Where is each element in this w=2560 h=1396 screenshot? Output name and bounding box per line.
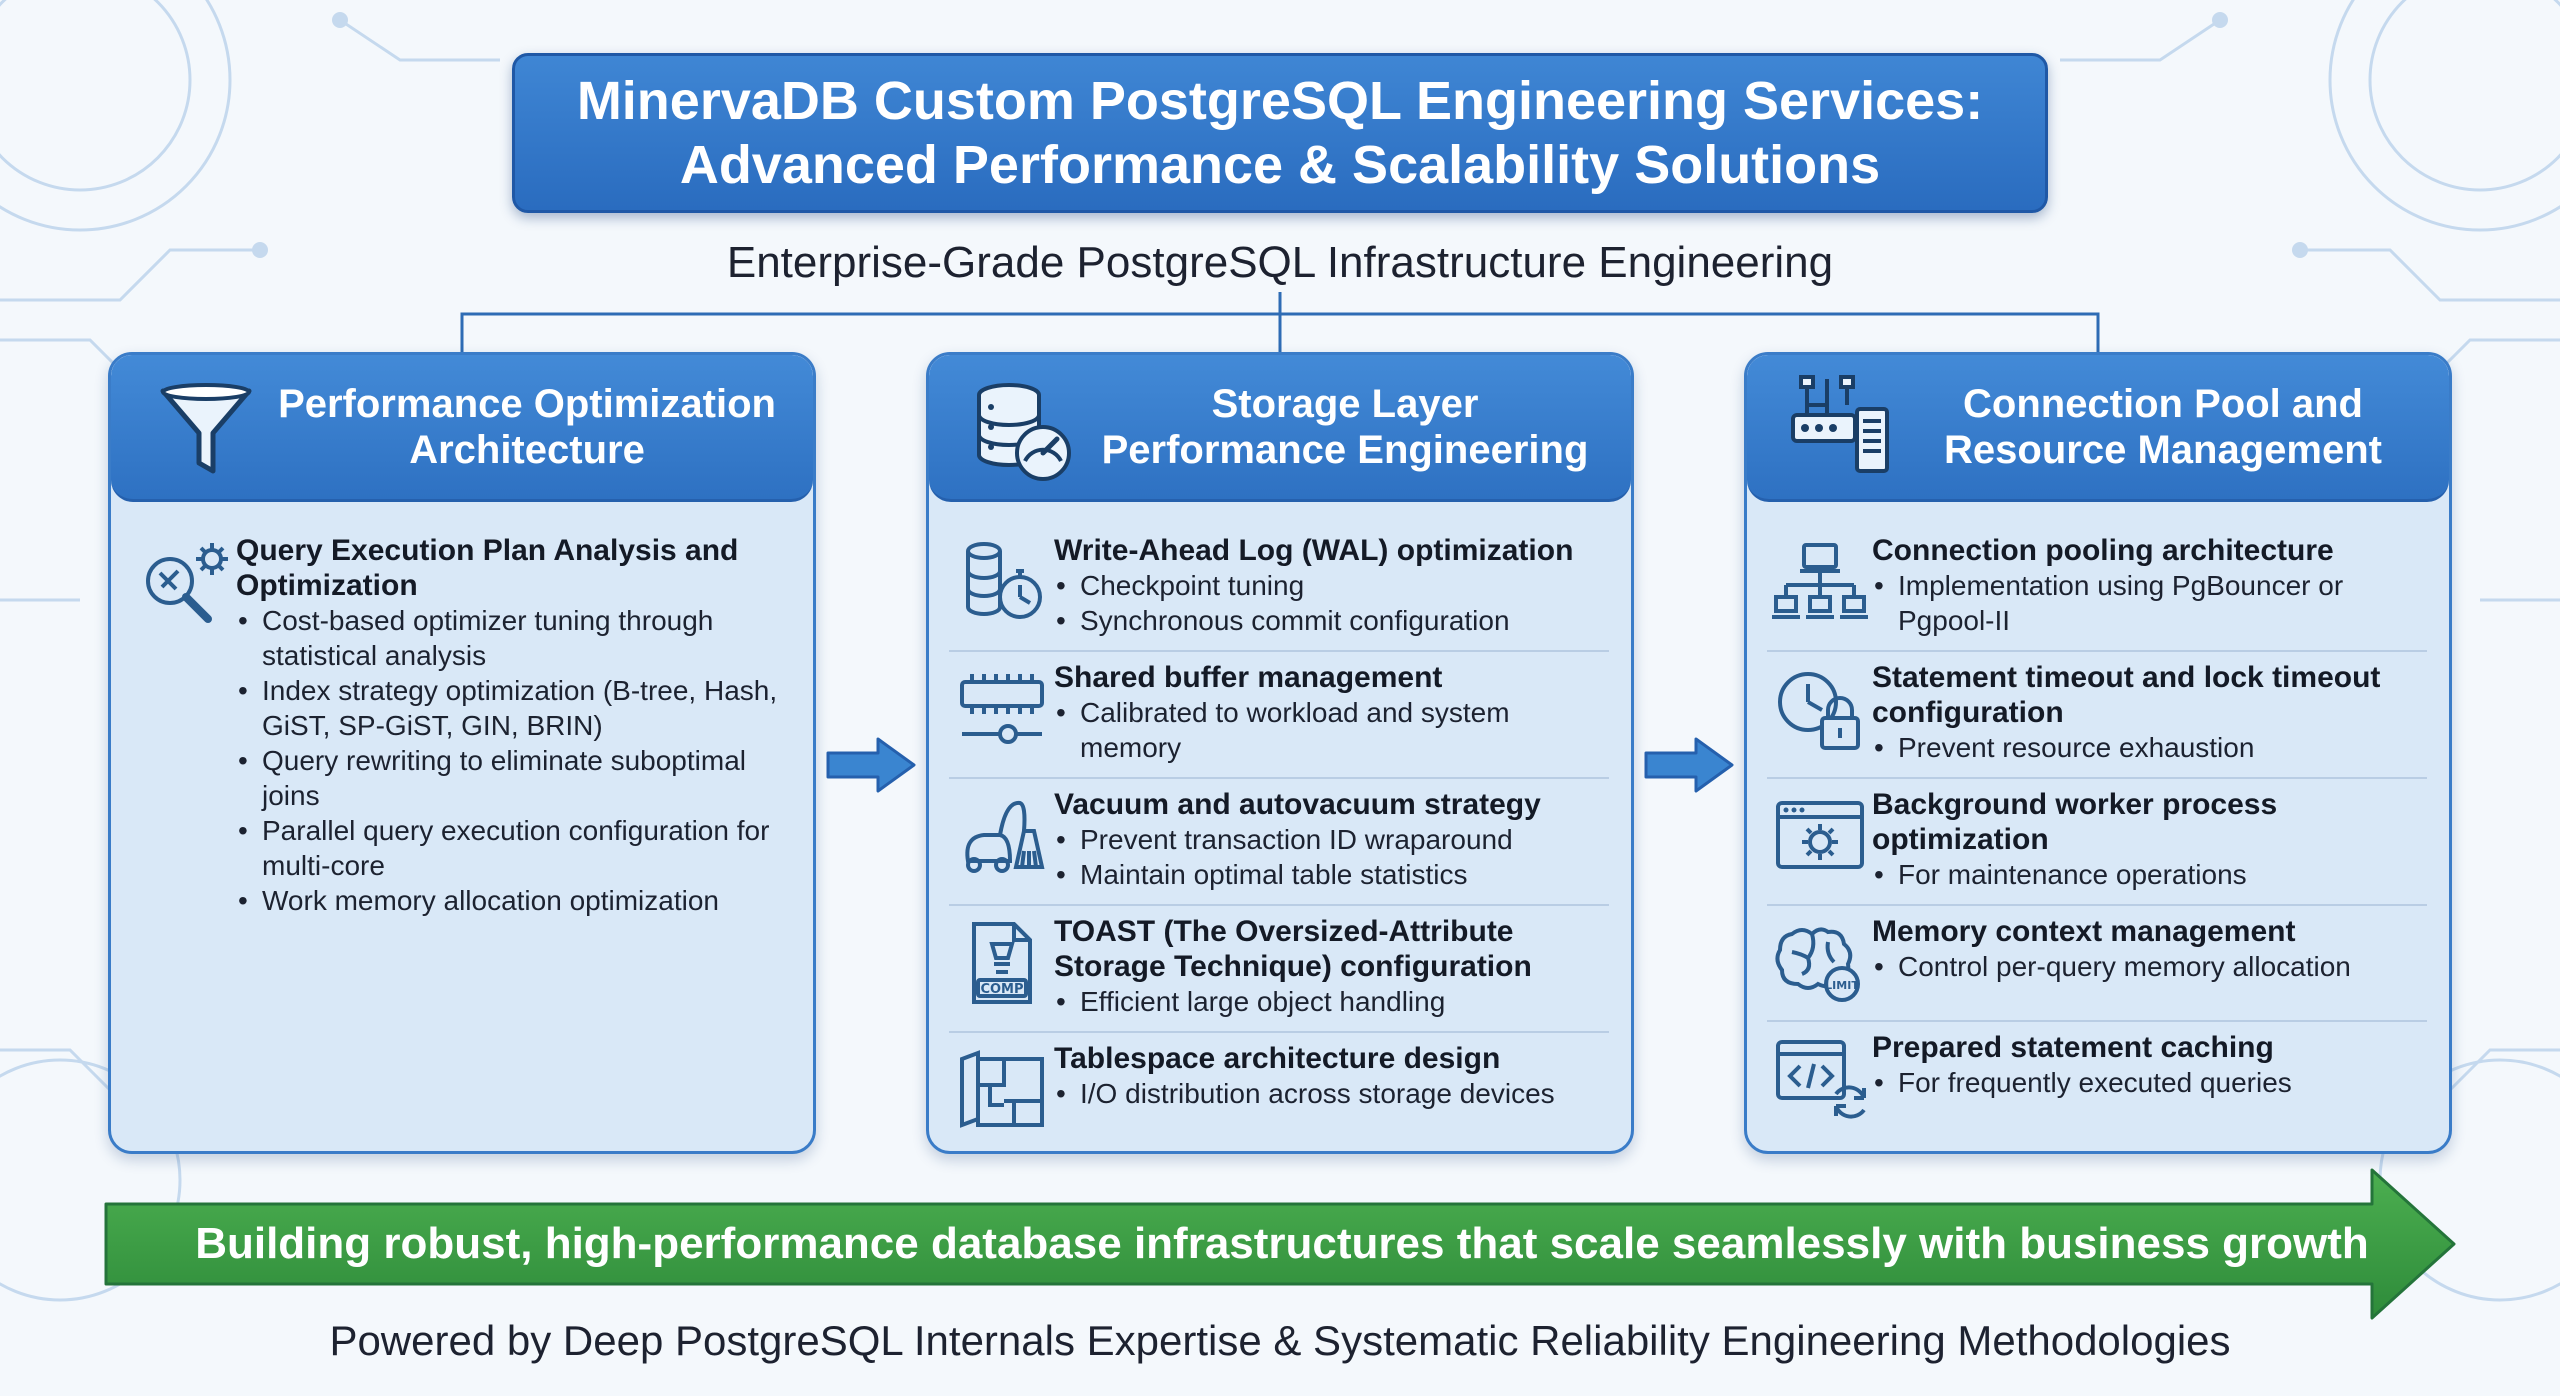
bullet: Implementation using PgBouncer or Pgpool… — [1872, 568, 2427, 638]
item-title: Write-Ahead Log (WAL) optimization — [1054, 534, 1574, 567]
svg-text:LIMIT: LIMIT — [1825, 979, 1859, 992]
panel-title-line-2: Resource Management — [1944, 428, 2382, 472]
item-title: Statement timeout and lock timeout confi… — [1872, 661, 2381, 729]
item-title: Shared buffer management — [1054, 661, 1443, 694]
list-item: COMP TOAST (The Oversized-Attribute Stor… — [949, 904, 1609, 1031]
item-title: Connection pooling architecture — [1872, 534, 2334, 567]
panel-performance-optimization: Performance Optimization Architecture Qu… — [108, 352, 816, 1154]
bullet: Checkpoint tuning — [1054, 568, 1609, 603]
green-arrow-icon — [104, 1168, 2456, 1320]
funnel-icon — [160, 383, 252, 474]
database-gauge-icon — [977, 383, 1071, 481]
list-item: Prepared statement caching For frequentl… — [1767, 1020, 2427, 1136]
bullet: Synchronous commit configuration — [1054, 603, 1609, 638]
panel-header: Performance Optimization Architecture — [111, 355, 813, 502]
network-server-icon — [1791, 375, 1889, 473]
panel-header: Storage Layer Performance Engineering — [929, 355, 1631, 502]
panel-header: Connection Pool and Resource Management — [1747, 355, 2449, 502]
item-title: Tablespace architecture design — [1054, 1042, 1501, 1075]
panel-storage-layer: Storage Layer Performance Engineering Wr… — [926, 352, 1634, 1154]
list-item: Shared buffer management Calibrated to w… — [949, 650, 1609, 777]
bullet: Calibrated to workload and system memory — [1054, 695, 1609, 765]
bullet: I/O distribution across storage devices — [1054, 1076, 1609, 1111]
item-title: Prepared statement caching — [1872, 1031, 2274, 1064]
bullet: Parallel query execution configuration f… — [236, 813, 791, 883]
log-stopwatch-icon — [965, 542, 1042, 619]
title-line-1: MinervaDB Custom PostgreSQL Engineering … — [576, 71, 1984, 131]
list-item: Tablespace architecture design I/O distr… — [949, 1031, 1609, 1147]
clock-lock-icon — [1777, 672, 1860, 750]
code-cache-icon — [1775, 1040, 1866, 1119]
subtitle: Enterprise-Grade PostgreSQL Infrastructu… — [726, 238, 1834, 287]
item-title: Vacuum and autovacuum strategy — [1054, 788, 1541, 821]
bullet: Work memory allocation optimization — [236, 883, 791, 918]
wrench-gear-magnifier-icon — [145, 543, 228, 623]
item-title: Query Execution Plan Analysis and Optimi… — [236, 534, 739, 602]
bullet: For maintenance operations — [1872, 857, 2427, 892]
svg-text:COMP: COMP — [980, 982, 1023, 997]
bullet: Control per-query memory allocation — [1872, 949, 2427, 984]
list-item: LIMIT Memory context management Control … — [1767, 904, 2427, 1020]
list-item: Vacuum and autovacuum strategy Prevent t… — [949, 777, 1609, 904]
network-tree-icon — [1771, 543, 1868, 619]
panel-title-line-1: Storage Layer — [1211, 382, 1479, 426]
bullet: For frequently executed queries — [1872, 1065, 2427, 1100]
title-line-2: Advanced Performance & Scalability Solut… — [679, 135, 1881, 195]
panel-title-line-1: Connection Pool and — [1963, 382, 2363, 426]
title-banner: MinervaDB Custom PostgreSQL Engineering … — [512, 53, 2048, 213]
bullet: Efficient large object handling — [1054, 984, 1609, 1019]
bullet: Query rewriting to eliminate suboptimal … — [236, 743, 791, 813]
item-title: Memory context management — [1872, 915, 2296, 948]
list-item: Connection pooling architecture Implemen… — [1767, 525, 2427, 650]
list-item: Write-Ahead Log (WAL) optimization Check… — [949, 525, 1609, 650]
bullet: Prevent resource exhaustion — [1872, 730, 2427, 765]
growth-banner: Building robust, high-performance databa… — [102, 1168, 2458, 1320]
vacuum-broom-icon — [964, 800, 1044, 873]
bullet: Index strategy optimization (B-tree, Has… — [236, 673, 791, 743]
panel-connection-pool: Connection Pool and Resource Management … — [1744, 352, 2452, 1154]
list-item: Statement timeout and lock timeout confi… — [1767, 650, 2427, 777]
panel-title-line-2: Performance Engineering — [1101, 428, 1589, 472]
item-title: TOAST (The Oversized-Attribute Storage T… — [1054, 915, 1532, 983]
bullet: Prevent transaction ID wraparound — [1054, 822, 1609, 857]
panel-title-line-2: Architecture — [409, 428, 645, 472]
brain-limit-icon: LIMIT — [1774, 927, 1860, 1002]
panel-title-line-1: Performance Optimization — [278, 382, 776, 426]
flow-arrow-right-icon — [826, 737, 916, 793]
banner-text: Building robust, high-performance databa… — [195, 1219, 2369, 1268]
floor-plan-icon — [959, 1050, 1044, 1128]
flow-arrow-right-icon — [1644, 737, 1734, 793]
item-title: Background worker process optimization — [1872, 788, 2278, 856]
window-gear-icon — [1775, 801, 1864, 869]
list-item: Query Execution Plan Analysis and Optimi… — [131, 525, 791, 930]
list-item: Background worker process optimization F… — [1767, 777, 2427, 904]
compressed-file-icon: COMP — [971, 922, 1032, 1004]
memory-slider-icon — [959, 674, 1044, 744]
footer-text: Powered by Deep PostgreSQL Internals Exp… — [329, 1317, 2231, 1364]
bullet: Maintain optimal table statistics — [1054, 857, 1609, 892]
bullet: Cost-based optimizer tuning through stat… — [236, 603, 791, 673]
